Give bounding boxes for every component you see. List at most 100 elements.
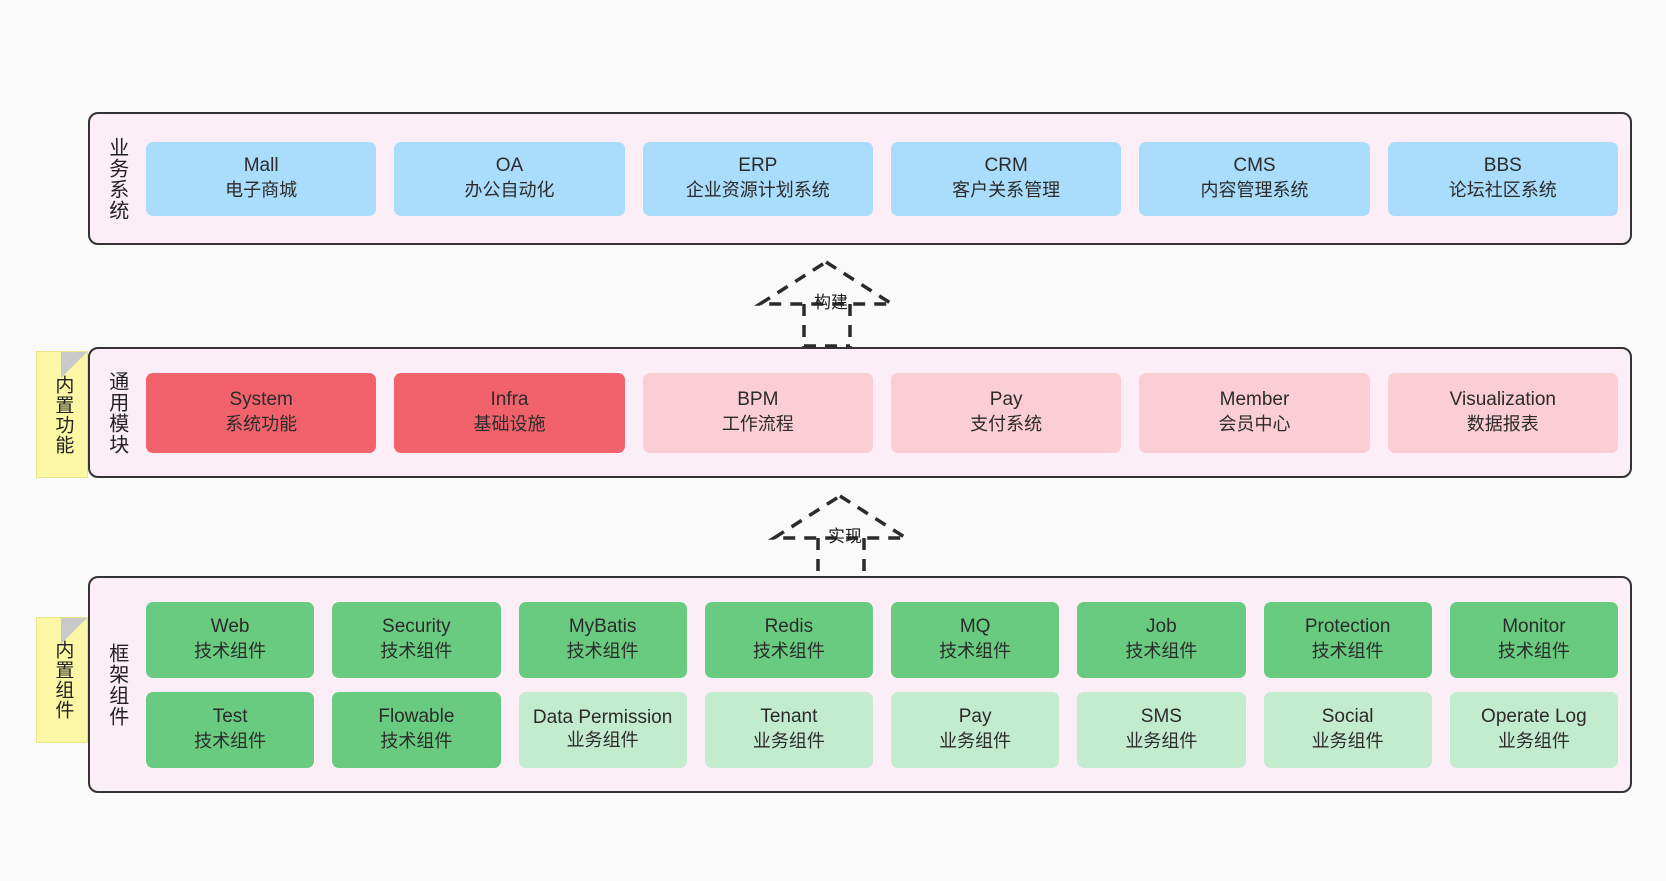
node-subtitle: 支付系统: [970, 414, 1043, 435]
node-title: Infra: [490, 389, 529, 411]
node-title: System: [229, 389, 293, 411]
connector-implement-label: 实现: [828, 527, 862, 546]
node-subtitle: 会员中心: [1218, 414, 1291, 435]
node-subtitle: 客户关系管理: [952, 180, 1061, 201]
node-sms[interactable]: SMS 业务组件: [1077, 691, 1246, 768]
node-subtitle: 工作流程: [721, 414, 794, 435]
node-title: Job: [1146, 616, 1177, 638]
node-title: CMS: [1233, 155, 1276, 177]
node-title: Data Permission: [532, 706, 673, 728]
node-subtitle: 技术组件: [752, 641, 825, 662]
connector-implement: 实现: [766, 490, 926, 582]
node-title: Social: [1321, 706, 1374, 728]
sticky-note-builtin-function: 内置功能: [36, 351, 88, 478]
layer-row: Mall 电子商城 OA 办公自动化 ERP 企业资源计划系统 CRM 客户关系…: [146, 141, 1618, 216]
node-monitor[interactable]: Monitor 技术组件: [1449, 601, 1618, 678]
node-tenant[interactable]: Tenant 业务组件: [704, 691, 873, 768]
node-subtitle: 技术组件: [566, 641, 639, 662]
node-visualization[interactable]: Visualization 数据报表: [1387, 372, 1618, 453]
node-subtitle: 系统功能: [225, 414, 298, 435]
node-protection[interactable]: Protection 技术组件: [1263, 601, 1432, 678]
node-subtitle: 业务组件: [566, 729, 639, 750]
node-title: SMS: [1140, 706, 1182, 728]
sticky-note-builtin-component: 内置组件: [36, 617, 88, 743]
layer-body-business: Mall 电子商城 OA 办公自动化 ERP 企业资源计划系统 CRM 客户关系…: [142, 114, 1630, 243]
node-title: Web: [210, 616, 250, 638]
node-title: Mall: [243, 155, 279, 177]
node-title: BBS: [1483, 155, 1522, 177]
node-title: Redis: [764, 616, 814, 638]
node-title: Operate Log: [1481, 706, 1587, 728]
node-subtitle: 企业资源计划系统: [685, 180, 830, 201]
node-security[interactable]: Security 技术组件: [332, 601, 501, 678]
node-subtitle: 业务组件: [1497, 731, 1570, 752]
node-title: OA: [495, 155, 524, 177]
node-oa[interactable]: OA 办公自动化: [394, 141, 625, 216]
layer-title-business: 业务系统: [105, 136, 128, 221]
node-infra[interactable]: Infra 基础设施: [394, 372, 625, 453]
connector-build-label: 构建: [814, 293, 848, 312]
node-title: MyBatis: [568, 616, 637, 638]
node-title: Pay: [989, 389, 1023, 411]
node-operate-log[interactable]: Operate Log 业务组件: [1449, 691, 1618, 768]
node-subtitle: 电子商城: [225, 180, 298, 201]
node-subtitle: 业务组件: [1125, 731, 1198, 752]
node-mybatis[interactable]: MyBatis 技术组件: [518, 601, 687, 678]
node-mq[interactable]: MQ 技术组件: [891, 601, 1060, 678]
sticky-note-label: 内置功能: [52, 374, 74, 455]
node-data-permission[interactable]: Data Permission 业务组件: [518, 691, 687, 768]
node-web[interactable]: Web 技术组件: [146, 601, 315, 678]
node-subtitle: 论坛社区系统: [1448, 180, 1557, 201]
node-subtitle: 业务组件: [939, 731, 1012, 752]
node-subtitle: 技术组件: [194, 641, 267, 662]
node-title: Tenant: [760, 706, 818, 728]
node-pay-component[interactable]: Pay 业务组件: [891, 691, 1060, 768]
layer-title-framework: 框架组件: [105, 642, 128, 727]
node-title: MQ: [959, 616, 991, 638]
node-system[interactable]: System 系统功能: [146, 372, 377, 453]
node-subtitle: 内容管理系统: [1200, 180, 1309, 201]
node-crm[interactable]: CRM 客户关系管理: [890, 141, 1122, 216]
node-subtitle: 技术组件: [380, 641, 453, 662]
node-subtitle: 业务组件: [752, 731, 825, 752]
node-pay-module[interactable]: Pay 支付系统: [890, 372, 1122, 453]
node-member[interactable]: Member 会员中心: [1139, 372, 1370, 453]
node-subtitle: 数据报表: [1466, 414, 1539, 435]
node-title: Monitor: [1502, 616, 1566, 638]
node-mall[interactable]: Mall 电子商城: [146, 141, 377, 216]
node-subtitle: 基础设施: [473, 414, 546, 435]
node-title: Protection: [1304, 616, 1391, 638]
sticky-note-label: 内置组件: [52, 640, 74, 720]
node-subtitle: 技术组件: [939, 641, 1012, 662]
node-title: BPM: [737, 389, 779, 411]
node-job[interactable]: Job 技术组件: [1077, 601, 1246, 678]
node-social[interactable]: Social 业务组件: [1263, 691, 1432, 768]
node-title: Flowable: [378, 706, 455, 728]
node-flowable[interactable]: Flowable 技术组件: [332, 691, 501, 768]
layer-title-common: 通用模块: [105, 370, 128, 455]
layer-row: System 系统功能 Infra 基础设施 BPM 工作流程 Pay 支付系统…: [146, 372, 1618, 453]
connector-build-arrow: [753, 259, 899, 348]
node-subtitle: 技术组件: [380, 731, 453, 752]
layer-body-common: System 系统功能 Infra 基础设施 BPM 工作流程 Pay 支付系统…: [142, 349, 1630, 476]
connector-build: 构建: [752, 256, 912, 348]
node-subtitle: 技术组件: [1311, 641, 1384, 662]
node-subtitle: 技术组件: [1497, 641, 1570, 662]
node-test[interactable]: Test 技术组件: [146, 691, 315, 768]
layer-business-system: 业务系统 Mall 电子商城 OA 办公自动化 ERP 企业资源计划系统 CRM…: [88, 112, 1632, 245]
node-title: Security: [382, 616, 451, 638]
node-bpm[interactable]: BPM 工作流程: [642, 372, 873, 453]
node-subtitle: 技术组件: [194, 731, 267, 752]
node-bbs[interactable]: BBS 论坛社区系统: [1387, 141, 1618, 216]
node-title: Pay: [958, 706, 992, 728]
node-title: Visualization: [1449, 389, 1556, 411]
node-erp[interactable]: ERP 企业资源计划系统: [642, 141, 873, 216]
layer-row: Web 技术组件 Security 技术组件 MyBatis 技术组件 Redi…: [146, 601, 1618, 678]
node-title: CRM: [984, 155, 1028, 177]
node-redis[interactable]: Redis 技术组件: [704, 601, 873, 678]
node-cms[interactable]: CMS 内容管理系统: [1139, 141, 1370, 216]
node-subtitle: 业务组件: [1311, 731, 1384, 752]
node-title: Member: [1219, 389, 1290, 411]
node-subtitle: 技术组件: [1125, 641, 1198, 662]
